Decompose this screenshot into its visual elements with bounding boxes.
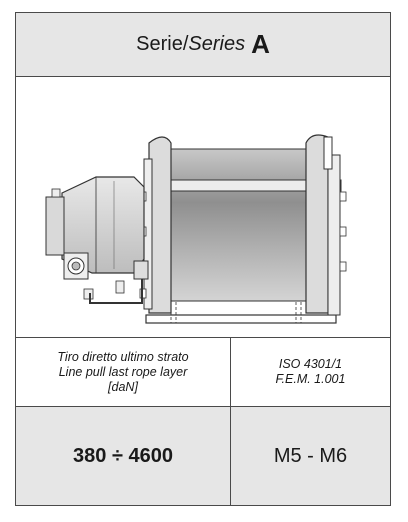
standard-label: ISO 4301/1 F.E.M. 1.001	[231, 338, 390, 406]
line-pull-value: 380 ÷ 4600	[16, 407, 231, 505]
series-letter: A	[251, 29, 270, 59]
standard-iso: ISO 4301/1	[278, 357, 343, 371]
line-pull-label: Tiro diretto ultimo strato Line pull las…	[16, 338, 231, 406]
winch-illustration	[45, 134, 347, 324]
winch-drawing	[16, 77, 390, 337]
spec-labels-row: Tiro diretto ultimo strato Line pull las…	[16, 337, 390, 406]
series-prefix: Serie/	[136, 33, 189, 55]
standard-fem: F.E.M. 1.001	[275, 372, 346, 386]
line-pull-label-en: Line pull last rope layer	[58, 364, 188, 379]
spec-values-row: 380 ÷ 4600 M5 - M6	[16, 406, 390, 505]
series-word: Series	[188, 33, 246, 55]
classification-value: M5 - M6	[273, 444, 348, 467]
line-pull-label-it: Tiro diretto ultimo strato	[57, 349, 189, 364]
line-pull-unit: [daN]	[108, 379, 138, 394]
